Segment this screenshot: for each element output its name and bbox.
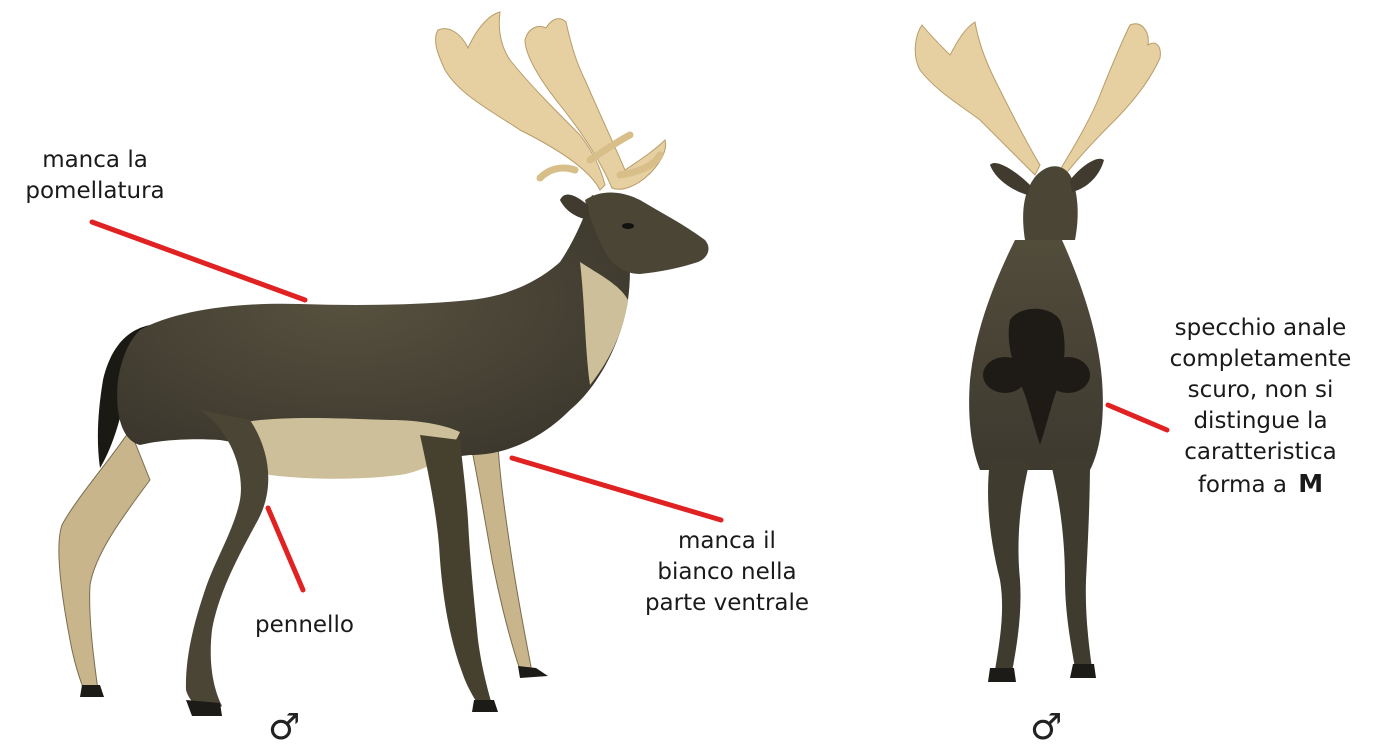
male-symbol-right: ♂ — [1030, 708, 1062, 748]
callout-specchio: specchio anale completamente scuro, non … — [1148, 313, 1373, 501]
deer-rear-view — [915, 22, 1160, 682]
leader-pennello — [268, 508, 303, 590]
callout-pennello: pennello — [255, 610, 354, 641]
callout-line: manca la — [0, 145, 190, 176]
callout-line: caratteristica — [1148, 437, 1373, 468]
rear-leg-right — [1050, 460, 1092, 668]
body — [117, 195, 630, 459]
rear-hoof-left — [988, 668, 1016, 682]
callout-ventrale: manca il bianco nella parte ventrale — [627, 526, 827, 619]
ear — [560, 195, 590, 220]
callout-line: pomellatura — [0, 176, 190, 207]
callout-line: scuro, non si — [1148, 375, 1373, 406]
rear-ear-right — [1070, 159, 1104, 192]
anal-mirror-left-lobe — [983, 357, 1027, 393]
far-fore-leg — [470, 440, 532, 672]
leader-ventrale — [512, 458, 721, 520]
rear-head — [1023, 166, 1078, 240]
eye — [622, 223, 634, 229]
hoof-far-fore — [518, 666, 548, 678]
anal-mirror-right-lobe — [1046, 357, 1090, 393]
callout-line: bianco nella — [627, 557, 827, 588]
hoof-far-hind — [80, 685, 104, 697]
callout-bold-letter: M — [1298, 469, 1323, 498]
callout-line: pennello — [255, 610, 354, 641]
deer-side-view — [59, 12, 709, 716]
near-hind-leg — [186, 410, 268, 712]
callout-line: specchio anale — [1148, 313, 1373, 344]
rear-ear-left — [990, 163, 1030, 195]
far-hind-leg — [59, 430, 150, 690]
rear-antler-right — [1060, 24, 1160, 175]
callout-line-last: forma a M — [1148, 468, 1373, 501]
callout-line: manca il — [627, 526, 827, 557]
male-symbol-left: ♂ — [268, 708, 300, 748]
hoof-near-fore — [472, 700, 498, 712]
callout-text: forma a — [1198, 472, 1287, 498]
rear-hoof-right — [1070, 664, 1096, 678]
rear-antler-left — [915, 22, 1040, 175]
callout-line: distingue la — [1148, 406, 1373, 437]
callout-pomellatura: manca la pomellatura — [0, 145, 190, 207]
rear-leg-left — [988, 460, 1030, 672]
leader-pomellatura — [92, 222, 305, 300]
callout-line: parte ventrale — [627, 588, 827, 619]
callout-line: completamente — [1148, 344, 1373, 375]
